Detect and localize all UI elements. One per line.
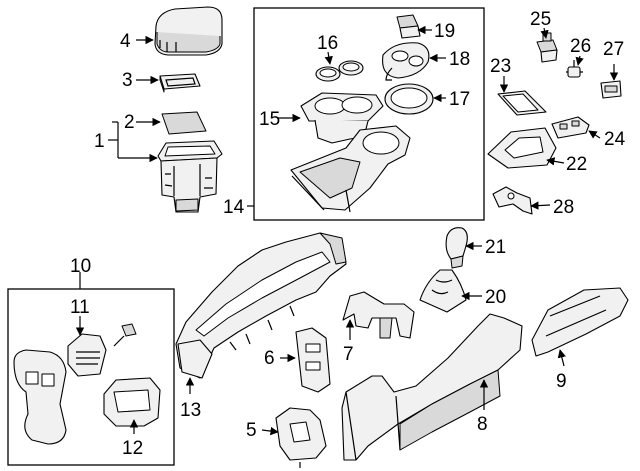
callout-11: 11 <box>70 297 90 318</box>
part-shift-knob <box>445 227 468 269</box>
part-holder <box>103 377 161 427</box>
shifter-trim-group-frame <box>7 288 175 466</box>
part-lower-console <box>341 313 523 461</box>
part-24-switch-panel <box>551 116 590 139</box>
part-shift-boot <box>419 269 467 313</box>
callout-28: 28 <box>553 197 574 218</box>
part-switch <box>396 14 421 39</box>
callout-18: 18 <box>449 49 470 70</box>
part-side-panel <box>531 287 629 357</box>
part-shifter-trim-panel <box>13 349 67 445</box>
callout-12: 12 <box>122 438 143 459</box>
part-7-bracket <box>342 291 415 339</box>
part-27-connector <box>600 80 622 99</box>
callout-2: 2 <box>124 112 135 133</box>
part-28-clip <box>492 186 533 215</box>
part-armrest-lid <box>154 6 223 56</box>
part-6-bracket <box>295 327 331 393</box>
callout-20: 20 <box>485 287 506 308</box>
part-26-bulb <box>566 60 583 78</box>
callout-1: 1 <box>94 131 105 152</box>
callout-9: 9 <box>556 371 567 392</box>
part-tray-mat <box>161 111 207 135</box>
cupholder-group-frame <box>253 7 485 221</box>
part-23-pad <box>497 90 547 116</box>
callout-5: 5 <box>246 420 257 441</box>
callout-6: 6 <box>264 348 275 369</box>
part-console-body <box>175 232 347 379</box>
callout-3: 3 <box>122 70 133 91</box>
part-22-bracket <box>487 127 557 169</box>
part-vent-switch <box>67 333 107 377</box>
part-cup-insert <box>315 60 364 82</box>
callout-19: 19 <box>434 21 455 42</box>
part-5-bracket <box>275 407 327 468</box>
callout-16: 16 <box>317 33 338 54</box>
callout-4: 4 <box>120 31 131 52</box>
callout-22: 22 <box>566 154 587 175</box>
leader-lines <box>75 25 619 436</box>
part-outlet-bezel <box>382 42 430 81</box>
part-25-sensor <box>536 32 558 63</box>
callout-26: 26 <box>570 36 591 57</box>
callout-15: 15 <box>259 109 280 130</box>
callout-25: 25 <box>530 9 551 30</box>
callout-numbers: 1 2 3 4 5 6 7 8 9 10 11 12 13 14 15 16 1… <box>70 9 626 459</box>
part-trim-ring <box>384 83 434 115</box>
part-console-tray <box>290 125 411 213</box>
callout-27: 27 <box>603 39 624 60</box>
part-storage-tray <box>159 73 201 93</box>
callout-14: 14 <box>223 197 245 218</box>
part-screw <box>113 323 137 347</box>
callout-10: 10 <box>70 256 91 277</box>
callout-23: 23 <box>490 56 511 77</box>
callout-8: 8 <box>477 414 488 435</box>
callout-7: 7 <box>343 344 354 365</box>
callout-24: 24 <box>604 129 626 150</box>
callout-21: 21 <box>485 237 506 258</box>
part-console-box <box>157 140 223 213</box>
callout-13: 13 <box>180 400 201 421</box>
callout-17: 17 <box>449 89 470 110</box>
